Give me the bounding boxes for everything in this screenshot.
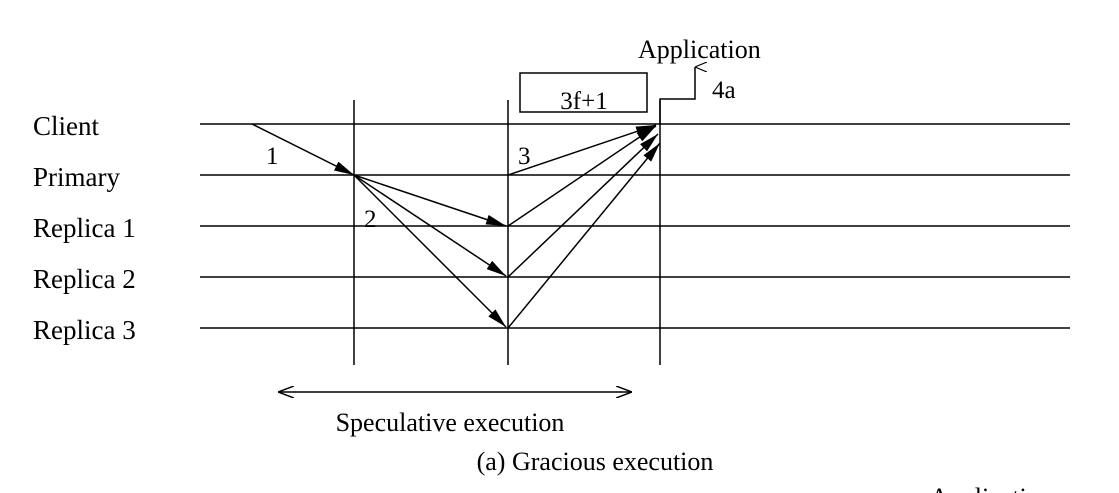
figure-caption: (a) Gracious execution (477, 447, 714, 476)
message-reply-replica-3-arrow (507, 142, 661, 329)
process-label-primary: Primary (33, 162, 120, 192)
process-label-replica-3: Replica 3 (33, 315, 136, 345)
message-request-arrow (251, 123, 355, 176)
message-order-replica-1-arrow (353, 174, 507, 227)
process-label-replica-2: Replica 2 (33, 264, 136, 294)
speculative-execution-label: Speculative execution (336, 408, 565, 437)
message-order-replica-2-arrow (353, 174, 507, 277)
quorum-label: 3f+1 (560, 88, 607, 115)
step-label-2: 2 (364, 206, 377, 233)
step-label-1: 1 (266, 143, 279, 170)
step-label-3: 3 (518, 143, 531, 170)
cutoff-application-label: Application (930, 483, 1053, 493)
message-reply-primary-arrow (507, 124, 657, 176)
message-reply-replica-1-arrow (507, 125, 657, 227)
process-label-client: Client (33, 111, 99, 141)
step-label-4a: 4a (712, 77, 736, 104)
deliver-to-application-arrow (659, 67, 695, 124)
message-order-replica-3-arrow (353, 174, 507, 328)
quorum-box (519, 72, 648, 113)
message-reply-replica-2-arrow (507, 133, 659, 278)
application-label: Application (638, 35, 761, 64)
process-label-replica-1: Replica 1 (33, 213, 136, 243)
